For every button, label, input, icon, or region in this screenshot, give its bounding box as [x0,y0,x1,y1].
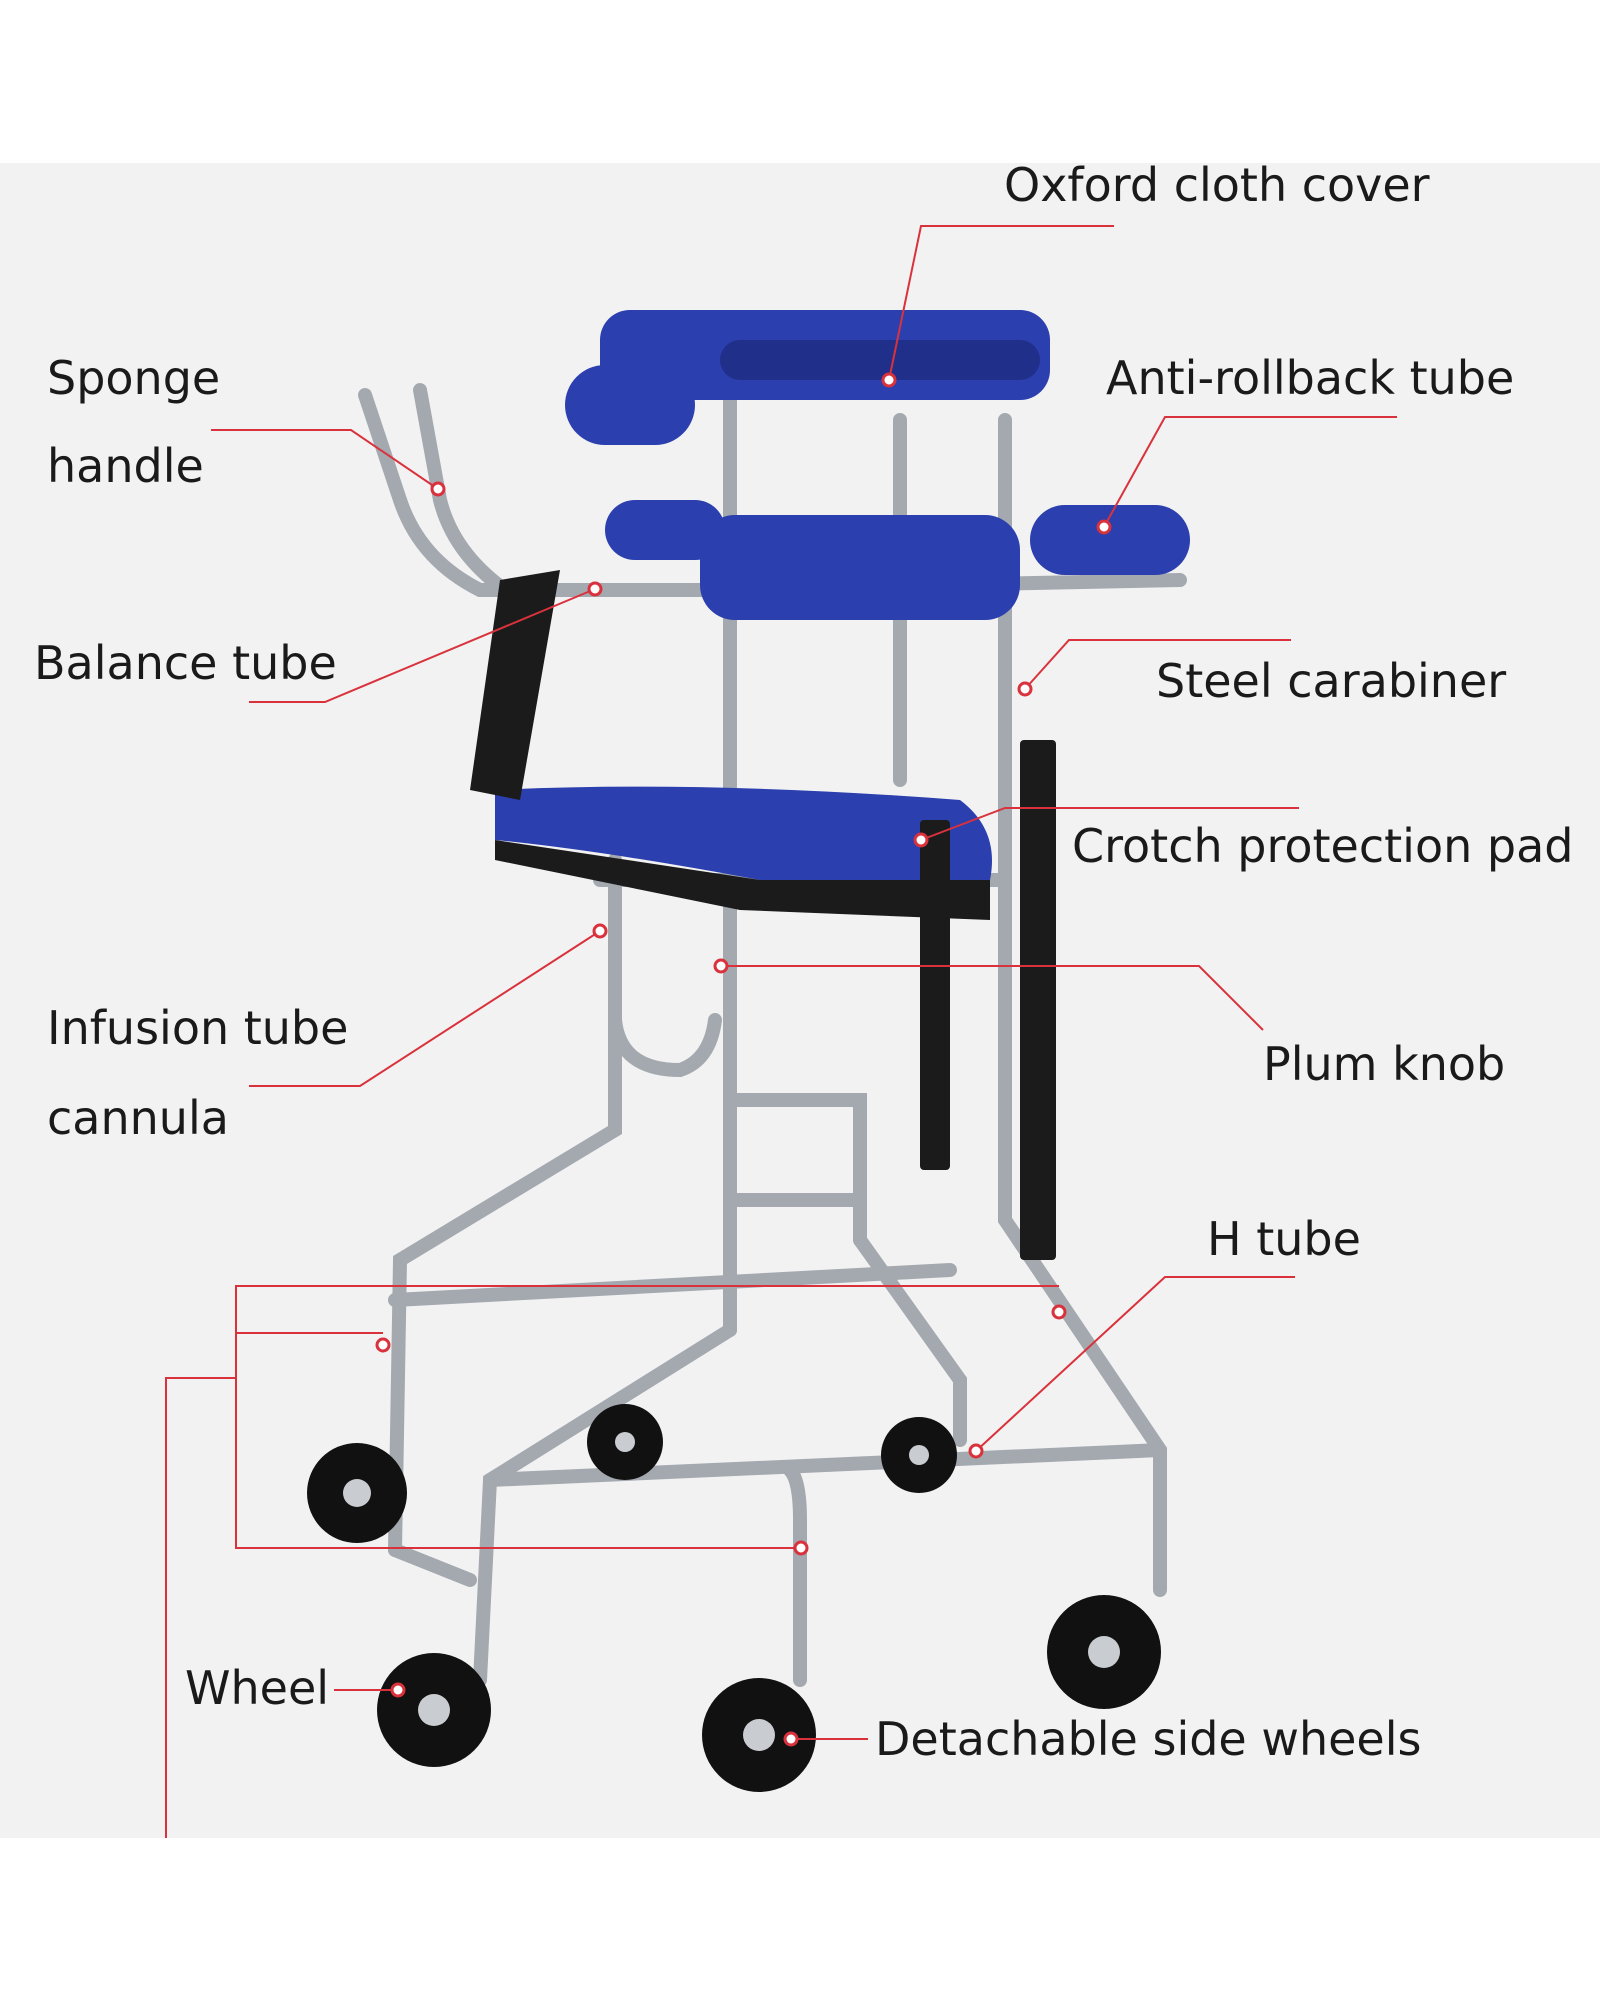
wheels [307,1404,1161,1792]
label-wheel: Wheel [185,1661,330,1715]
label-crotch-protection-pad: Crotch protection pad [1072,819,1574,873]
label-plum-knob: Plum knob [1263,1037,1506,1091]
label-anti-rollback-tube: Anti-rollback tube [1106,351,1515,405]
label-oxford-cloth-cover: Oxford cloth cover [1004,158,1430,212]
label-infusion-tube-line2: cannula [47,1091,229,1145]
label-balance-tube: Balance tube [34,636,337,690]
leader-dots [375,372,1112,1747]
label-infusion-tube-line1: Infusion tube [47,1001,349,1055]
blue-pads [495,310,1190,880]
label-h-tube: H tube [1207,1212,1361,1266]
straps [470,570,1056,1260]
label-detachable-side-wheels: Detachable side wheels [875,1712,1422,1766]
label-sponge-handle-line1: Sponge [47,351,221,405]
leader-lines [165,225,1397,1838]
label-sponge-handle-line2: handle [47,439,204,493]
label-steel-carabiner: Steel carabiner [1156,654,1507,708]
